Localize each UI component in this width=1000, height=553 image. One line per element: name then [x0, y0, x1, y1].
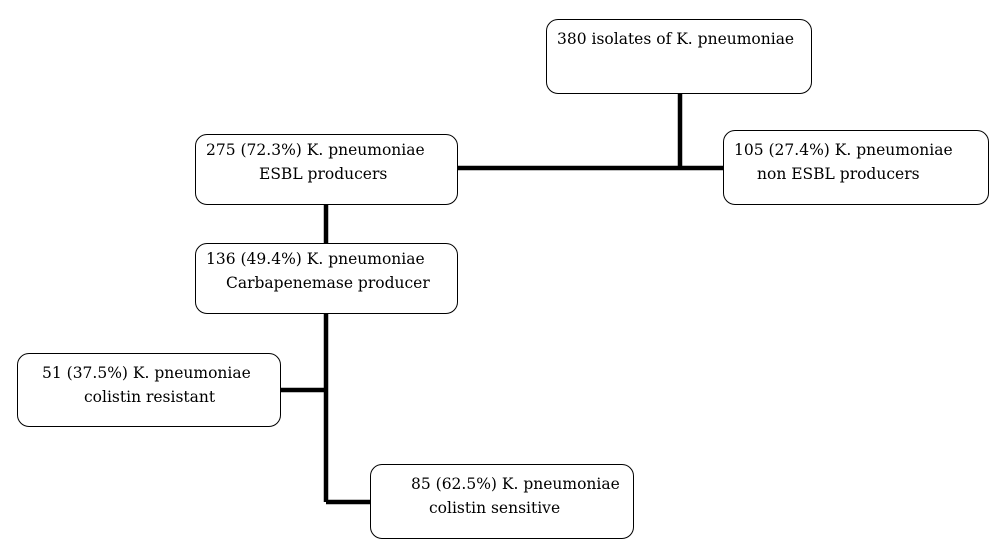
colistin-sensitive-box: 85 (62.5%) K. pneumoniae colistin sensit… [370, 464, 634, 539]
carbapenemase-producer-box: 136 (49.4%) K. pneumoniae Carbapenemase … [195, 243, 458, 314]
esbl-producers-box: 275 (72.3%) K. pneumoniae ESBL producers [195, 134, 458, 205]
colistin-sensitive-label: colistin sensitive [429, 499, 561, 517]
colistin-resistant-label: colistin resistant [84, 388, 216, 406]
non-esbl-producers-label: non ESBL producers [757, 165, 920, 183]
root-isolates-box: 380 isolates of K. pneumoniae [546, 19, 812, 94]
colistin-resistant-count: 51 (37.5%) K. pneumoniae [42, 364, 251, 382]
esbl-producers-label: ESBL producers [259, 165, 388, 183]
carbapenemase-producer-label: Carbapenemase producer [226, 274, 430, 292]
carbapenemase-producer-count: 136 (49.4%) K. pneumoniae [206, 250, 425, 268]
colistin-sensitive-count: 85 (62.5%) K. pneumoniae [411, 475, 620, 493]
non-esbl-producers-box: 105 (27.4%) K. pneumoniae non ESBL produ… [723, 130, 989, 205]
non-esbl-producers-count: 105 (27.4%) K. pneumoniae [734, 141, 953, 159]
esbl-producers-count: 275 (72.3%) K. pneumoniae [206, 141, 425, 159]
colistin-resistant-box: 51 (37.5%) K. pneumoniae colistin resist… [17, 353, 281, 427]
root-isolates-label: 380 isolates of K. pneumoniae [557, 30, 795, 48]
